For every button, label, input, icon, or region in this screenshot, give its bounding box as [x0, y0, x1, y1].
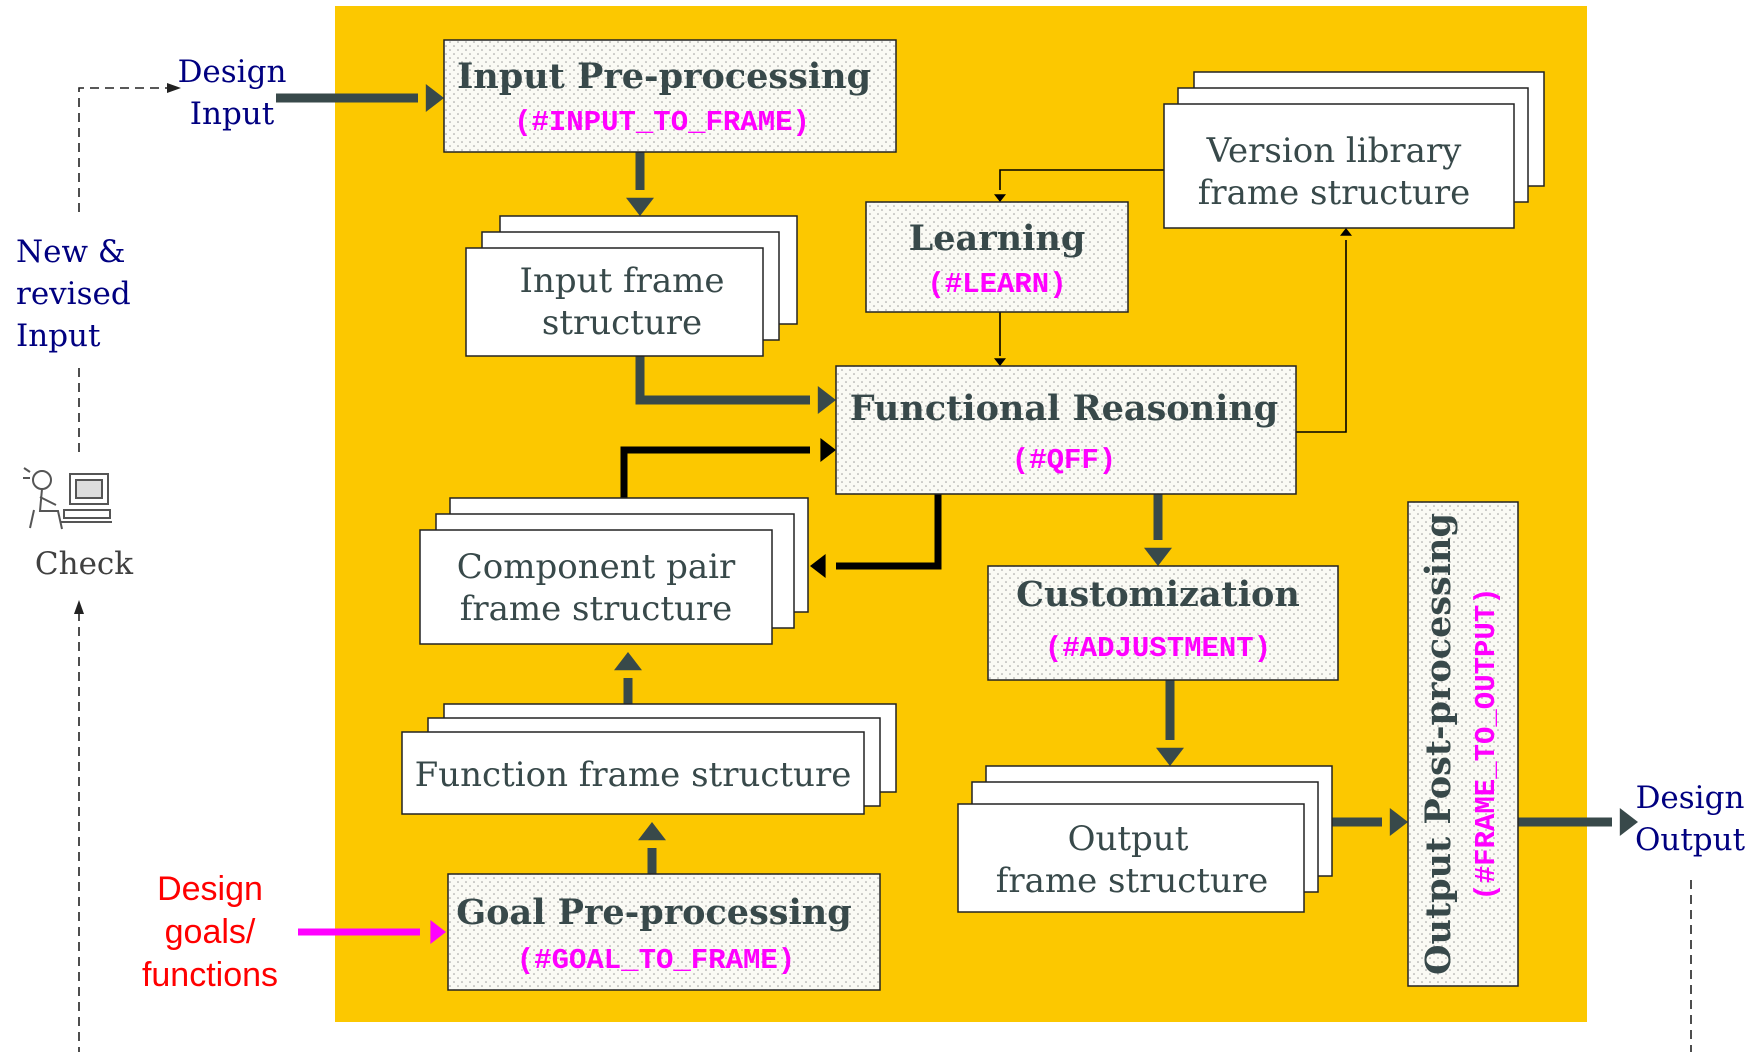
svg-text:Design: Design [178, 54, 287, 90]
svg-text:Input Pre-processing: Input Pre-processing [457, 56, 871, 97]
feedback-arrowhead-right [167, 83, 181, 93]
arrow-output-to-post-head [1389, 808, 1408, 836]
functional-reasoning-box: Functional Reasoning (#QFF) [835, 365, 1297, 495]
svg-text:frame structure: frame structure [460, 589, 733, 629]
svg-text:Functional Reasoning: Functional Reasoning [850, 388, 1279, 429]
svg-text:Design: Design [157, 870, 263, 908]
arrow-functional-to-component-line [836, 494, 942, 570]
svg-text:Version library: Version library [1206, 131, 1463, 171]
arrow-version-to-learning-head [994, 194, 1006, 202]
svg-text:Output: Output [1635, 822, 1746, 858]
arrow-design-goals-head [430, 920, 446, 944]
svg-text:New &: New & [16, 234, 125, 270]
input-frame-structure: Input frame structure [465, 215, 798, 357]
arrow-post-to-design-output-head [1619, 808, 1638, 836]
arrow-component-to-functional-line [620, 446, 810, 498]
arrow-function-to-component-head [614, 652, 642, 671]
svg-text:functions: functions [142, 956, 278, 994]
check-label: Check [35, 546, 133, 582]
component-pair-frame-structure: Component pair frame structure [419, 497, 809, 645]
arrow-functional-to-customization-head [1144, 547, 1172, 566]
svg-text:(#FRAME_TO_OUTPUT): (#FRAME_TO_OUTPUT) [1470, 587, 1503, 900]
arrow-learning-to-functional-head [994, 358, 1006, 366]
arrow-input-frame-to-functional-line [635, 356, 810, 405]
svg-text:structure: structure [542, 303, 702, 343]
version-library-frame-structure: Version library frame structure [1163, 71, 1545, 229]
svg-text:Output: Output [1068, 819, 1189, 859]
output-post-processing-box: Output Post-processing (#FRAME_TO_OUTPUT… [1407, 501, 1519, 987]
arrow-input-frame-to-functional-head [817, 386, 836, 414]
svg-text:revised: revised [16, 276, 131, 312]
customization-box: Customization (#ADJUSTMENT) [987, 565, 1339, 681]
person-at-computer-icon [23, 467, 112, 530]
feedback-loop [78, 87, 1692, 1052]
new-revised-input-label: New & revised Input [16, 234, 131, 354]
svg-text:Learning: Learning [909, 218, 1086, 259]
input-pre-processing-box: Input Pre-processing (#INPUT_TO_FRAME) [443, 39, 897, 153]
svg-text:Component pair: Component pair [457, 547, 736, 587]
arrow-functional-to-component-head [810, 554, 826, 578]
arrow-goal-to-function-head [638, 822, 666, 841]
arrow-functional-to-version-line [1296, 240, 1347, 433]
svg-text:Input: Input [16, 318, 101, 354]
svg-text:Customization: Customization [1016, 574, 1300, 615]
svg-text:Input frame: Input frame [520, 261, 725, 301]
arrow-design-input-head [425, 84, 444, 112]
design-goals-label: Design goals/ functions [142, 870, 278, 994]
arrow-customization-to-output-head [1156, 747, 1184, 766]
arrow-version-to-learning-line [999, 169, 1194, 190]
svg-text:Design: Design [1636, 780, 1745, 816]
flow-arrows [276, 84, 1638, 944]
arrow-functional-to-version-head [1340, 228, 1352, 236]
svg-text:(#LEARN): (#LEARN) [927, 268, 1066, 301]
svg-text:Input: Input [190, 96, 275, 132]
output-frame-structure: Output frame structure [957, 765, 1333, 913]
arrow-component-to-functional-head [820, 438, 836, 462]
arrow-input-pre-to-frame-head [626, 197, 654, 216]
svg-text:(#INPUT_TO_FRAME): (#INPUT_TO_FRAME) [514, 106, 810, 139]
design-input-label: Design Input [178, 54, 287, 132]
design-output-label: Design Output [1635, 780, 1746, 858]
svg-text:(#GOAL_TO_FRAME): (#GOAL_TO_FRAME) [517, 944, 795, 977]
svg-text:goals/: goals/ [165, 913, 256, 951]
learning-box: Learning (#LEARN) [865, 201, 1129, 313]
svg-text:frame structure: frame structure [1198, 173, 1471, 213]
svg-text:frame structure: frame structure [996, 861, 1269, 901]
svg-text:(#QFF): (#QFF) [1012, 444, 1116, 477]
goal-pre-processing-box: Goal Pre-processing (#GOAL_TO_FRAME) [447, 873, 881, 991]
svg-text:Function frame structure: Function frame structure [415, 755, 852, 795]
svg-text:(#ADJUSTMENT): (#ADJUSTMENT) [1045, 632, 1271, 665]
svg-text:Output Post-processing: Output Post-processing [1418, 513, 1459, 975]
feedback-arrowhead-up [74, 600, 84, 614]
function-frame-structure: Function frame structure [401, 703, 897, 815]
svg-text:Goal Pre-processing: Goal Pre-processing [456, 892, 851, 933]
